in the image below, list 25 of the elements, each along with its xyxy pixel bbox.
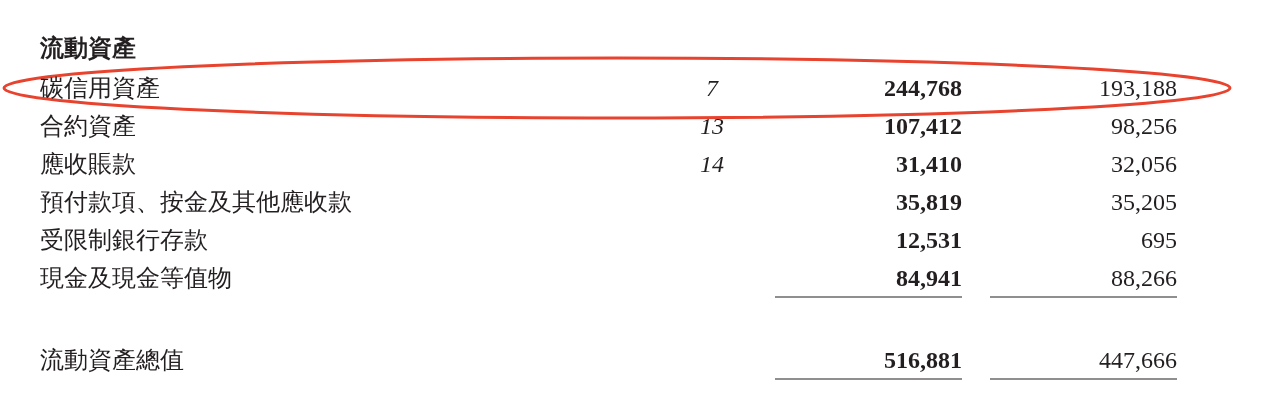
current-year-value: 31,410 [895,150,962,179]
prior-year-value: 695 [1140,226,1177,255]
prior-year-value: 447,666 [1098,346,1177,375]
prior-year-value: 193,188 [1098,74,1177,103]
prior-year-value: 88,266 [1110,264,1177,293]
row-label: 合約資產 [40,112,136,141]
current-year-value: 516,881 [883,346,962,375]
note-number: 14 [699,150,725,179]
prior-year-value: 32,056 [1110,150,1177,179]
row-label: 受限制銀行存款 [40,226,208,255]
row-label: 現金及現金等值物 [40,264,232,293]
row-label: 流動資產總值 [40,346,184,375]
prior-year-value: 98,256 [1110,112,1177,141]
row-label: 預付款項、按金及其他應收款 [40,188,352,217]
row-label: 應收賬款 [40,150,136,179]
prior-year-value: 35,205 [1110,188,1177,217]
note-number: 13 [699,112,725,141]
note-number: 7 [705,74,720,103]
current-year-value: 107,412 [883,112,962,141]
row-label: 碳信用資產 [40,74,160,103]
current-year-value: 244,768 [883,74,962,103]
current-year-value: 84,941 [895,264,962,293]
section-heading: 流動資產 [40,34,136,63]
current-year-value: 35,819 [895,188,962,217]
current-year-value: 12,531 [895,226,962,255]
